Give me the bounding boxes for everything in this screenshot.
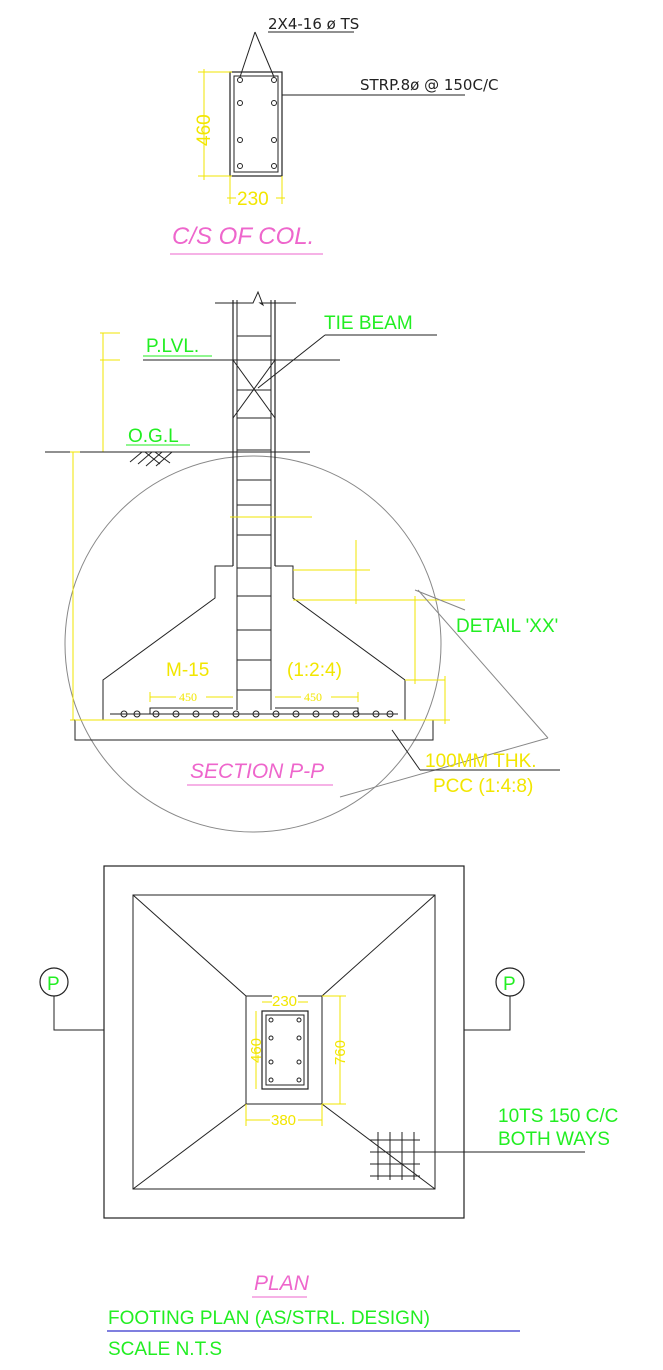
rebar-mesh-icon [370,1132,420,1180]
column-height-dim: 460 [194,114,215,146]
section-pp: TIE BEAM P.LVL. O.G.L [45,290,560,833]
column-cross-section: 2X4-16 ø TS STRP.8ø @ 150C/C 460 230 C/S… [170,15,498,255]
concrete-grade-label: M-15 [166,660,209,681]
scale-label: SCALE N.T.S [108,1339,222,1360]
plan-title: PLAN [254,1272,310,1295]
footing-dim-left: 450 [179,690,197,704]
plan-dim-460: 460 [248,1038,265,1063]
rebar-spec-line2: BOTH WAYS [498,1129,610,1150]
section-marker-right-label: P [503,974,516,995]
stirrup-label: STRP.8ø @ 150C/C [360,76,498,94]
plinth-level-label: P.LVL. [146,336,199,357]
section-marker-left [39,967,69,997]
section-marker-right [495,967,525,997]
rebar-spec-line1: 10TS 150 C/C [498,1106,618,1127]
footing-plan: 230 460 760 380 P P 10TS 150 [39,865,618,1298]
section-title: SECTION P-P [190,760,324,783]
pcc-thickness-label: 100MM THK. [425,751,537,772]
detail-label: DETAIL 'XX' [456,616,558,637]
drawing-footer: FOOTING PLAN (AS/STRL. DESIGN) SCALE N.T… [107,1308,520,1360]
tie-beam-label: TIE BEAM [324,313,413,334]
plan-dim-230: 230 [272,993,297,1010]
bars-label: 2X4-16 ø TS [268,15,359,33]
footing-plan-title: FOOTING PLAN (AS/STRL. DESIGN) [108,1308,430,1329]
mix-ratio-label: (1:2:4) [287,660,342,681]
plan-dim-380: 380 [271,1112,296,1129]
column-section-title: C/S OF COL. [172,223,314,250]
column-width-dim: 230 [237,189,269,210]
pcc-mix-label: PCC (1:4:8) [433,776,533,797]
section-marker-left-label: P [47,974,60,995]
ogl-label: O.G.L [128,426,179,447]
footing-dim-right: 450 [304,690,322,704]
plan-dim-760: 760 [332,1040,349,1065]
ground-hatch-icon [129,451,173,467]
